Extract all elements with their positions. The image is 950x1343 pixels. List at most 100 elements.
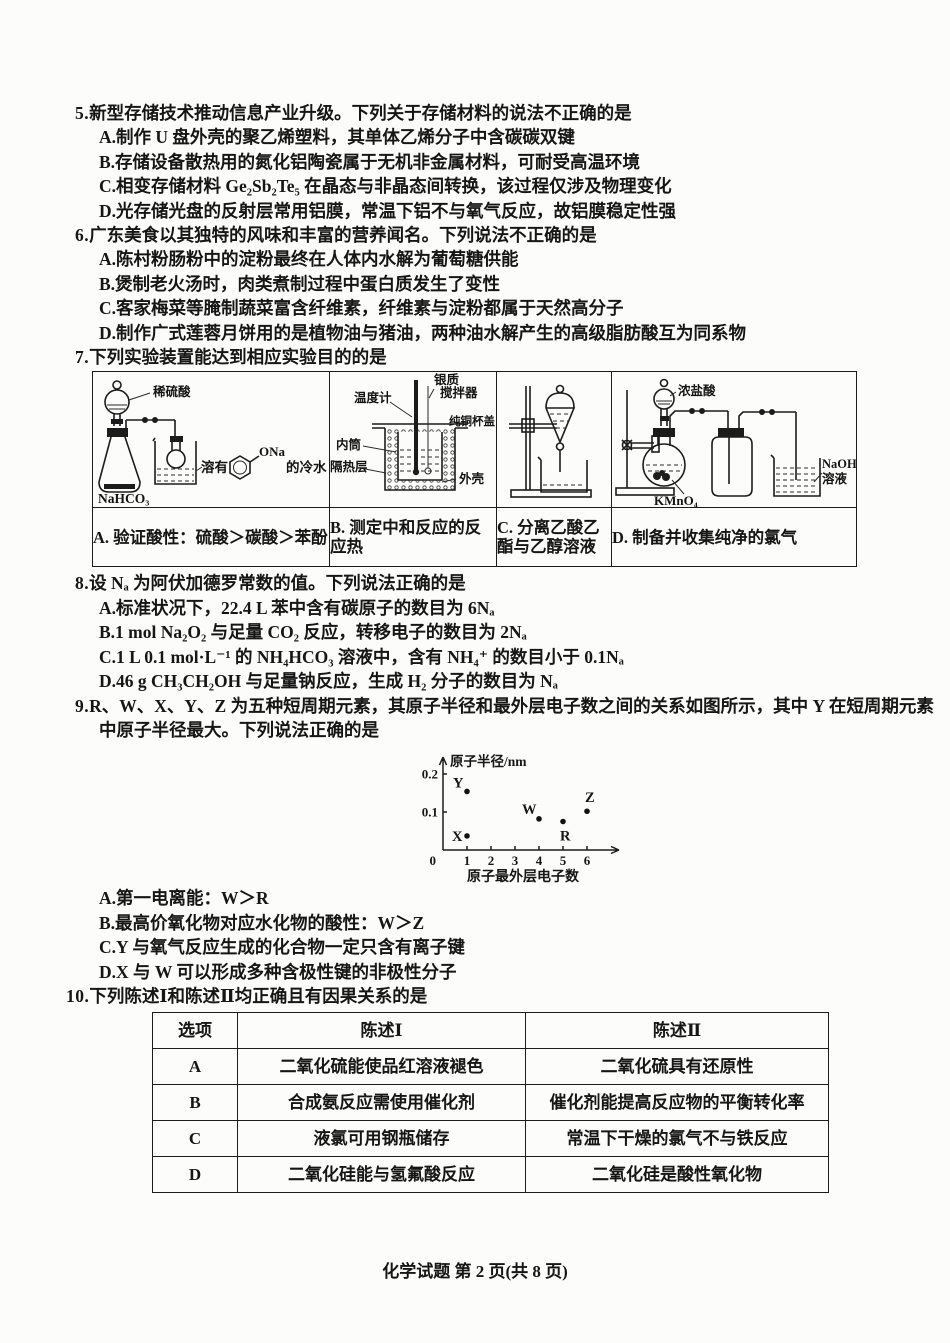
option-c: C.客家梅菜等腌制蔬菜富含纤维素，纤维素与淀粉都属于天然高分子	[99, 298, 624, 319]
cell-statement-2: 常温下干燥的氯气不与铁反应	[525, 1120, 829, 1158]
header-statement-1: 陈述Ⅰ	[237, 1012, 526, 1050]
question-7-stem: 7.下列实验装置能达到相应实验目的的是	[75, 345, 934, 369]
apparatus-a-sketch	[98, 380, 260, 494]
data-point	[464, 788, 470, 795]
header-statement-2: 陈述Ⅱ	[525, 1012, 829, 1050]
question-8: 8.设 Nₐ 为阿伏加德罗常数的值。下列说法正确的是 A.标准状况下，22.4 …	[75, 571, 934, 693]
kmno4-label: KMnO₄	[654, 493, 698, 508]
dilute-sulfuric-acid-label: 稀硫酸	[153, 385, 191, 400]
cell-statement-2: 二氧化硅是酸性氧化物	[525, 1156, 829, 1194]
option-d: D.46 g CH₃CH₂OH 与足量钠反应，生成 H₂ 分子的数目为 Nₐ	[99, 671, 558, 692]
apparatus-d-sketch	[615, 379, 823, 498]
apparatus-a-caption: A. 验证酸性：硫酸＞碳酸＞苯酚	[92, 507, 330, 568]
option-a: A.标准状况下，22.4 L 苯中含有碳原子的数目为 6Nₐ	[99, 597, 495, 618]
option-d: D.X 与 W 可以形成多种含极性键的非极性分子	[99, 961, 457, 982]
option-b: B.1 mol Na₂O₂ 与足量 CO₂ 反应，转移电子的数目为 2Nₐ	[99, 622, 527, 643]
apparatus-a-diagram: 稀硫酸 NaHCO₃ 溶有 ONa 的冷水	[93, 372, 329, 507]
stem-text: 广东美食以其独特的风味和丰富的营养闻名。下列说法不正确的是	[89, 225, 597, 246]
question-5-stem: 5.新型存储技术推动信息产业升级。下列关于存储材料的说法不正确的是	[75, 101, 934, 125]
question-number: 6.	[75, 225, 90, 246]
cell-statement-2: 二氧化硫具有还原性	[525, 1048, 829, 1086]
question-8-stem: 8.设 Nₐ 为阿伏加德罗常数的值。下列说法正确的是	[75, 571, 934, 595]
question-number: 8.	[75, 573, 90, 594]
option-a: A.第一电离能：W＞R	[99, 888, 269, 909]
apparatus-d-diagram: 浓盐酸 KMnO₄ NaOH 溶液	[612, 372, 856, 507]
thermometer-label: 温度计	[354, 391, 392, 406]
apparatus-c-sketch	[509, 385, 592, 499]
conc-hcl-label: 浓盐酸	[678, 384, 716, 399]
nahco3-label: NaHCO₃	[98, 491, 150, 507]
question-6-stem: 6.广东美食以其独特的风味和丰富的营养闻名。下列说法不正确的是	[75, 223, 934, 247]
option-d: D.制作广式莲蓉月饼用的是植物油与猪油，两种油水解产生的高级脂肪酸互为同系物	[99, 322, 747, 343]
solution-label: 溶液	[822, 472, 848, 487]
cell-statement-1: 二氧化硫能使品红溶液褪色	[237, 1048, 526, 1086]
option-b: B.最高价氧化物对应水化物的酸性：W＞Z	[99, 912, 425, 933]
x-tick-label: 4	[536, 853, 543, 868]
cell-statement-1: 液氯可用钢瓶储存	[237, 1120, 526, 1158]
naoh-label: NaOH	[822, 457, 856, 472]
ona-label: ONa	[259, 444, 285, 460]
apparatus-b-caption: B. 测定中和反应的反应热	[329, 507, 497, 568]
data-point	[536, 816, 542, 822]
question-7: 7.下列实验装置能达到相应实验目的的是	[75, 345, 934, 568]
stem-text: 设 Nₐ 为阿伏加德罗常数的值。下列说法正确的是	[89, 573, 466, 594]
y-tick-label: 0.2	[422, 767, 438, 782]
cell-option: A	[152, 1048, 238, 1086]
header-option: 选项	[152, 1012, 238, 1050]
exam-content: 5.新型存储技术推动信息产业升级。下列关于存储材料的说法不正确的是 A.制作 U…	[66, 101, 934, 1194]
cold-water-label: 的冷水	[286, 460, 327, 476]
x-tick-label: 6	[584, 853, 591, 868]
option-c: C.相变存储材料 Ge₂Sb₂Te₅ 在晶态与非晶态间转换，该过程仅涉及物理变化	[99, 176, 672, 197]
apparatus-d-caption: D. 制备并收集纯净的氯气	[611, 507, 857, 568]
cell-statement-1: 合成氨反应需使用催化剂	[237, 1084, 526, 1122]
copper-lid-label: 纯铜杯盖	[449, 416, 495, 429]
option-a: A.制作 U 盘外壳的聚乙烯塑料，其单体乙烯分子中含碳碳双键	[99, 127, 575, 148]
question-10: 10.下列陈述Ⅰ和陈述Ⅱ均正确且有因果关系的是 选项 陈述Ⅰ 陈述Ⅱ A 二氧化…	[66, 984, 934, 1194]
data-point-label: R	[560, 829, 571, 845]
table-row: B 合成氨反应需使用催化剂 催化剂能提高反应物的平衡转化率	[152, 1084, 829, 1122]
table-header-row: 选项 陈述Ⅰ 陈述Ⅱ	[152, 1012, 829, 1050]
x-tick-label: 2	[488, 853, 495, 868]
shell-label: 外壳	[459, 472, 485, 487]
data-point	[584, 808, 590, 815]
option-a: A.陈村粉肠粉中的淀粉最终在人体内水解为葡萄糖供能	[99, 249, 519, 270]
data-point-label: Y	[453, 776, 464, 792]
x-tick-label: 3	[512, 853, 519, 868]
question-9: 9.R、W、X、Y、Z 为五种短周期元素，其原子半径和最外层电子数之间的关系如图…	[75, 694, 934, 984]
table-row: A 二氧化硫能使品红溶液褪色 二氧化硫具有还原性	[152, 1048, 829, 1086]
cell-option: B	[152, 1084, 238, 1122]
option-c: C.1 L 0.1 mol·L⁻¹ 的 NH₄HCO₃ 溶液中，含有 NH₄⁺ …	[99, 646, 624, 667]
dissolved-label: 溶有	[201, 460, 228, 476]
question-number: 7.	[75, 347, 90, 368]
question-6: 6.广东美食以其独特的风味和丰富的营养闻名。下列说法不正确的是 A.陈村粉肠粉中…	[75, 223, 934, 345]
option-b: B.存储设备散热用的氮化铝陶瓷属于无机非金属材料，可耐受高温环境	[99, 151, 641, 172]
question-number: 5.	[75, 103, 90, 123]
inner-cylinder-label: 内筒	[336, 438, 362, 453]
page-footer: 化学试题 第 2 页(共 8 页)	[382, 1262, 568, 1281]
apparatus-b-sketch	[359, 380, 468, 492]
question-9-stem: 9.R、W、X、Y、Z 为五种短周期元素，其原子半径和最外层电子数之间的关系如图…	[75, 694, 934, 743]
option-c: C.Y 与氧气反应生成的化合物一定只含有离子键	[99, 937, 465, 958]
apparatus-c-diagram	[497, 372, 611, 507]
stem-text: 下列实验装置能达到相应实验目的的是	[89, 347, 387, 368]
question-number: 10.	[66, 985, 90, 1006]
table-row: C 液氯可用钢瓶储存 常温下干燥的氯气不与铁反应	[152, 1120, 829, 1158]
data-point-label: W	[522, 802, 537, 818]
option-d: D.光存储光盘的反射层常用铝膜，常温下铝不与氧气反应，故铝膜稳定性强	[99, 200, 677, 221]
data-point-label: X	[452, 829, 463, 845]
stem-text: 新型存储技术推动信息产业升级。下列关于存储材料的说法不正确的是	[89, 103, 632, 123]
cell-option: C	[152, 1120, 238, 1158]
x-tick-label: 1	[464, 853, 471, 868]
data-point-label: Z	[585, 791, 595, 807]
x-axis	[443, 846, 620, 855]
option-b: B.煲制老火汤时，肉类煮制过程中蛋白质发生了变性	[99, 273, 501, 294]
question-number: 9.	[75, 695, 90, 716]
cell-statement-1: 二氧化硅能与氢氟酸反应	[237, 1156, 526, 1194]
silver-label: 银质	[434, 373, 460, 388]
insulation-label: 隔热层	[330, 460, 368, 475]
data-point	[560, 819, 566, 825]
table-row: D 二氧化硅能与氢氟酸反应 二氧化硅是酸性氧化物	[152, 1156, 829, 1194]
